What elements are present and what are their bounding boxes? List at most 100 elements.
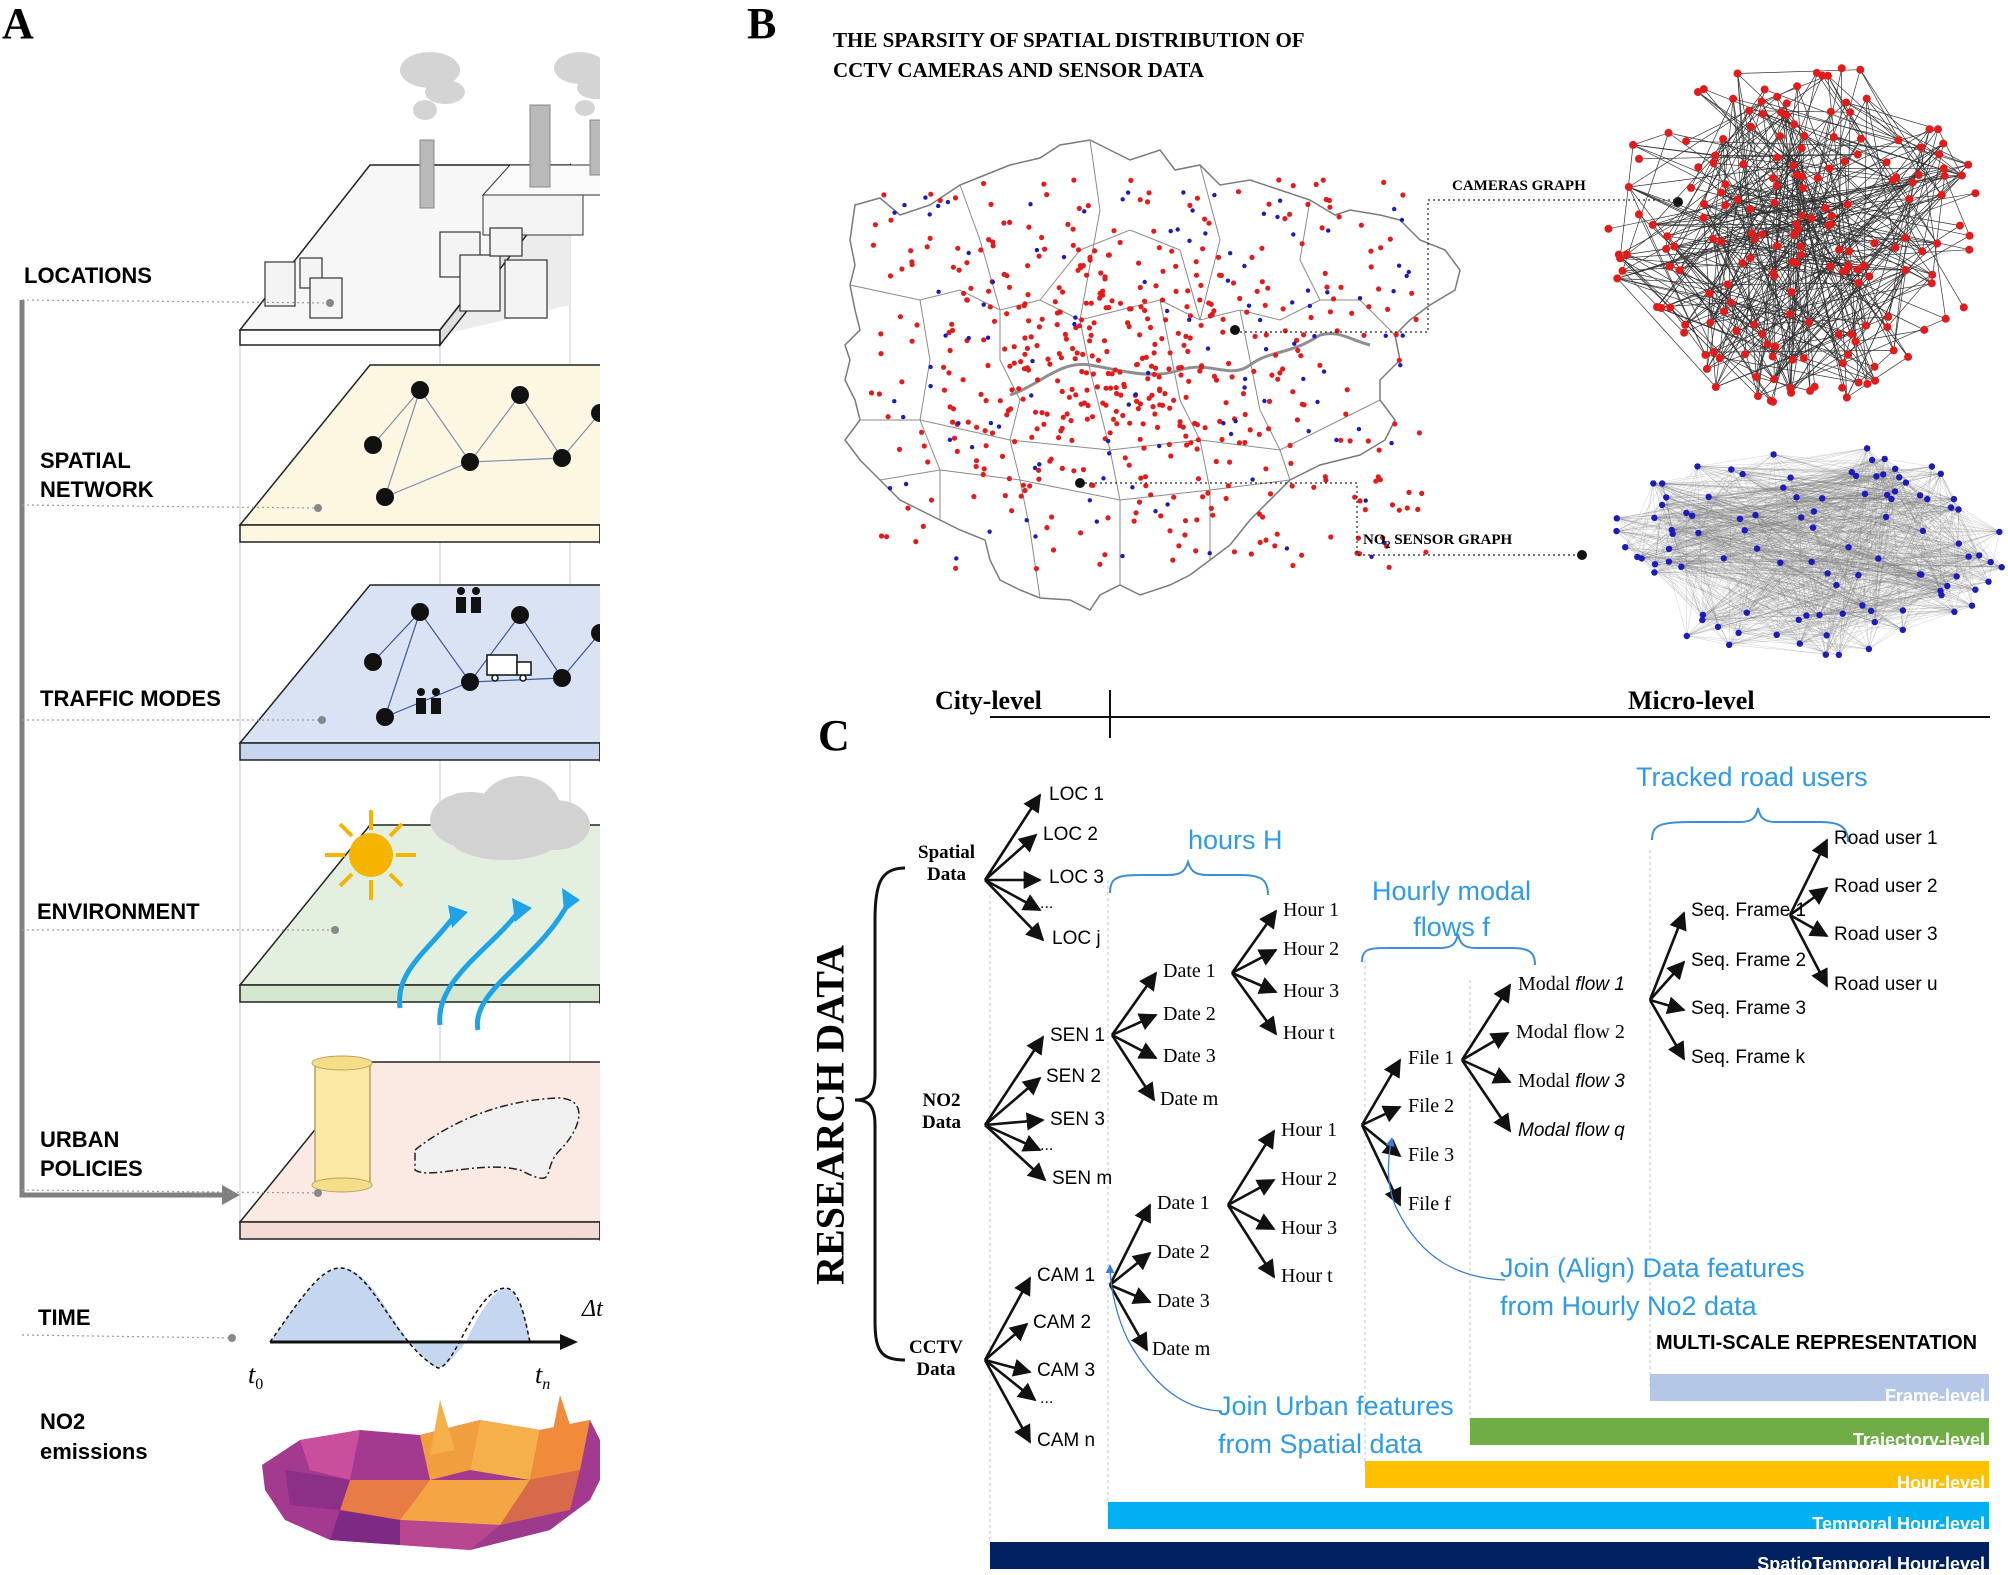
camera-edge [1828,98,1868,169]
t0-base: t [248,1360,256,1389]
sensor-edge [1822,498,1989,582]
sensor-edge [1697,466,1849,548]
camera-edge [1617,278,1809,323]
camera-edge [1796,174,1909,358]
camera-dot [1349,310,1355,316]
camera-edge [1626,136,1781,255]
sensor-edge [1731,469,1957,577]
sensor-edge [1672,533,1799,620]
sensor-edge [1686,635,1730,645]
camera-dot [1168,453,1174,459]
camera-dot [1373,478,1379,484]
camera-dot [1036,324,1042,330]
camera-edge [1713,163,1805,359]
sensor-edge [1686,512,1807,616]
sensor-edge [1702,620,1730,645]
sensor-edge [1729,477,1791,645]
camera-edge [1801,254,1849,266]
sensor-edge [1723,558,1941,592]
camera-edge [1748,110,1894,181]
camera-dot [1273,352,1279,358]
camera-dot [1142,474,1149,480]
camera-edge [1827,75,1856,342]
sensor-edge [1822,498,1872,611]
camera-dot [1059,425,1065,431]
sensor-edge [1686,498,1954,637]
camera-edge [1762,113,1833,217]
camera-dot [1169,248,1175,254]
camera-dot [1198,322,1204,328]
sensor-edge [1746,498,1823,613]
sensor-dot [1242,263,1247,269]
camera-node [1770,375,1778,384]
sensor-edge [1654,572,1859,576]
sensor-edge [1738,613,1843,634]
sensor-edge [1654,514,1756,518]
sensor-edge [1641,512,1687,559]
sensor-edge [1654,564,1948,587]
camera-edge [1742,164,1793,263]
camera-dot [1140,421,1146,427]
sensor-edge [1822,498,1828,574]
camera-edge [1724,136,1781,206]
sensor-edge [1668,548,1863,606]
cam-item: CAM n [1037,1430,1096,1451]
sensor-edge [1780,562,1903,630]
camera-dot [1071,177,1077,183]
sensor-edge [1894,482,1906,492]
sensor-edge [1653,483,1699,533]
camera-dot [1198,282,1204,288]
sensor-edge [1746,562,1781,613]
sensor-edge [1662,483,1828,574]
camera-edge [1748,110,1803,216]
camera-dot [1376,286,1382,292]
camera-dot [964,297,970,303]
sensor-edge [1738,459,1873,633]
sensor-dot [1383,333,1388,338]
camera-edge [1842,318,1946,364]
camera-edge [1730,302,1852,335]
camera-edge [1833,136,1963,176]
sensor-edge [1666,497,1872,612]
sensor-dot [1233,419,1238,424]
camera-edge [1742,164,1867,326]
camera-dot [1092,248,1098,254]
sensor-edge [1654,529,1672,573]
camera-dot [1263,537,1269,543]
sensor-edge [1864,493,1980,556]
sensor-edge [1783,487,1959,510]
sensor-edge [1729,459,1873,645]
camera-dot [1231,416,1238,422]
label-spatial: SPATIAL [40,448,131,473]
sensor-edge [1666,497,1976,590]
camera-edge [1679,269,1776,348]
sensor-edge [1668,561,1976,590]
sensor-edge [1858,556,1969,576]
camera-edge [1844,161,1859,383]
camera-edge [1710,176,1803,323]
sensor-edge [1654,556,1969,565]
sensor-edge [1666,497,1820,616]
sensor-edge [1662,483,1923,532]
sensor-edge [1668,561,2002,568]
sensor-edge [1739,498,1928,519]
camera-dot [954,448,960,454]
sensor-dot [936,289,941,294]
camera-dot [1087,338,1093,344]
sensor-edge [1941,589,1976,596]
sensor-node [1736,515,1744,522]
sensor-edge [1954,589,1976,612]
sensor-edge [1738,584,1837,634]
road-user-item: Road user 2 [1834,876,1938,897]
camera-dot [1180,424,1186,430]
camera-dot [950,264,957,270]
sensor-node [1916,571,1924,578]
sensor-edge [1871,459,1955,612]
camera-node [1694,88,1702,96]
sensor-node [1996,528,2003,536]
sensor-edge [1686,458,1885,514]
camera-dot [1265,285,1271,291]
camera-node [1706,318,1715,327]
bar-trajectory-level: Trajectory-level [1470,1418,1989,1450]
camera-edge [1744,258,1751,355]
